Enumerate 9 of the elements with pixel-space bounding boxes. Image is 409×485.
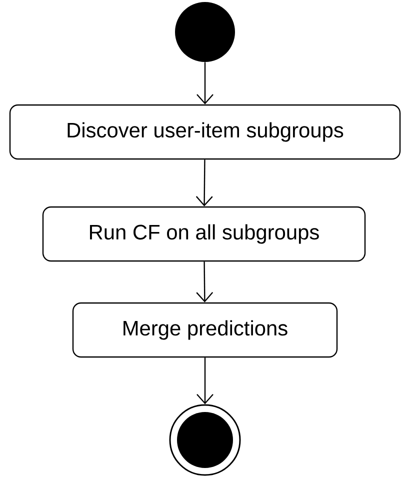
action-box: Discover user-item subgroups xyxy=(9,104,401,160)
action-box: Run CF on all subgroups xyxy=(42,206,366,262)
end-node xyxy=(169,404,241,476)
arrow xyxy=(196,62,214,104)
arrow xyxy=(196,160,213,206)
arrow xyxy=(196,358,214,404)
start-node xyxy=(175,2,235,62)
action-box: Merge predictions xyxy=(72,302,338,358)
arrow xyxy=(196,262,214,302)
